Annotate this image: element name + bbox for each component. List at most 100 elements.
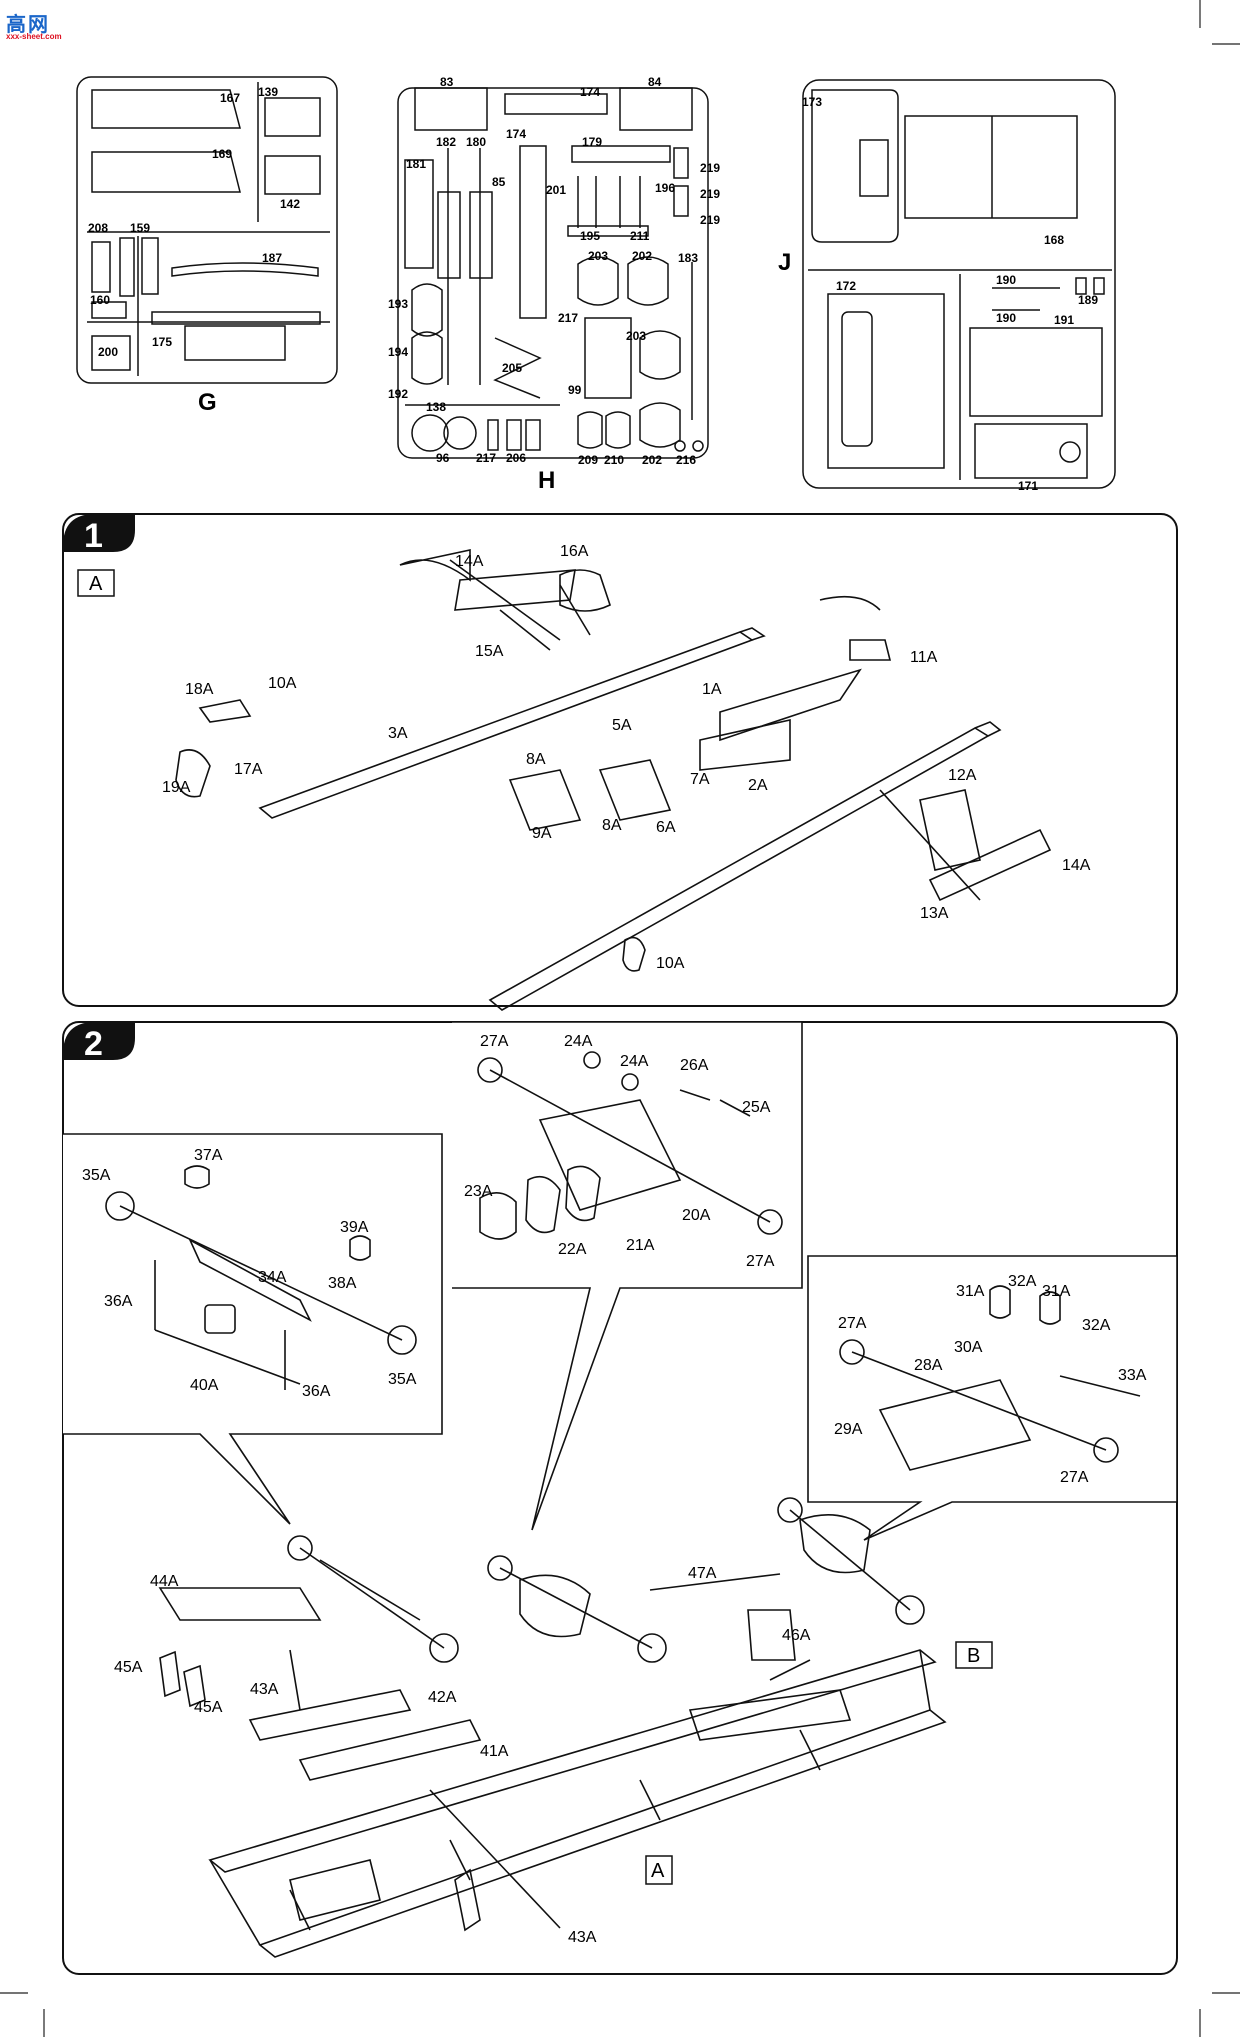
part-label: 25A [742,1099,771,1116]
part-label: 191 [1054,313,1074,327]
part-label: 173 [802,95,822,109]
part-label: 2A [748,777,768,794]
watermark-sub: xxx-sheet.com [6,32,62,41]
part-label: 22A [558,1241,587,1258]
watermark-logo: 高网 xxx-sheet.com [4,6,74,41]
front-axle-inset [63,1133,443,1525]
part-label: 29A [834,1421,863,1438]
part-label: 194 [388,345,408,359]
subassembly-label: A [89,573,103,595]
part-label: 205 [502,361,522,375]
rear-axle-labels: 27A 24A 24A 26A 25A 23A 20A 22A 21A 27A [464,1033,775,1270]
sprue-j [802,79,1116,489]
part-label: 96 [436,451,450,465]
part-label: 203 [588,249,608,263]
part-label: 31A [1042,1283,1071,1300]
part-label: 168 [1044,233,1064,247]
part-label: 174 [506,127,526,141]
part-label: 32A [1008,1273,1037,1290]
step-number: 1 [84,517,103,555]
part-label: 13A [920,905,949,922]
part-label: 15A [475,643,504,660]
part-label: 19A [162,779,191,796]
front-axle-labels: 37A 35A 39A 34A 38A 36A 40A 36A 35A [82,1147,417,1400]
part-label: 26A [680,1057,709,1074]
part-label: 45A [114,1659,143,1676]
part-label: 187 [262,251,282,265]
part-label: 202 [632,249,652,263]
second-axle-inset [807,1255,1178,1541]
step-2-chassis-drawing [158,1497,947,1958]
part-label: 84 [648,75,662,89]
part-label: 195 [580,229,600,243]
part-label: 217 [558,311,578,325]
part-label: 36A [104,1293,133,1310]
part-label: 219 [700,161,720,175]
part-label: 139 [258,85,278,99]
part-label: 219 [700,187,720,201]
part-label: 39A [340,1219,369,1236]
part-label: 171 [1018,479,1038,493]
sprue-j-labels: 173 168 172 190 189 190 191 171 J [778,95,1098,493]
part-label: 12A [948,767,977,784]
sprue-h-labels: 83 174 84 182 180 174 179 181 85 201 219… [388,75,720,494]
part-label: 37A [194,1147,223,1164]
part-label: 43A [250,1681,279,1698]
part-label: 9A [532,825,552,842]
part-label: 83 [440,75,454,89]
part-label: 202 [642,453,662,467]
part-label: 36A [302,1383,331,1400]
sprue-g [76,76,338,384]
part-label: 99 [568,383,582,397]
part-label: 209 [578,453,598,467]
part-label: 24A [620,1053,649,1070]
part-label: 181 [406,157,426,171]
part-label: 31A [956,1283,985,1300]
part-label: 219 [700,213,720,227]
part-label: 189 [1078,293,1098,307]
part-label: 190 [996,311,1016,325]
part-label: 180 [466,135,486,149]
step-1-labels: 14A 16A 15A 11A 18A 10A 1A 3A 5A 8A 7A 2… [162,543,1091,972]
step-2-chassis-labels: 44A 47A 46A 45A 45A 43A 42A 41A 43A [114,1565,811,1946]
part-label: 24A [564,1033,593,1050]
part-label: 216 [676,453,696,467]
part-label: 42A [428,1689,457,1706]
part-label: 1A [702,681,722,698]
part-label: 27A [746,1253,775,1270]
part-label: 159 [130,221,150,235]
part-label: 27A [838,1315,867,1332]
part-label: 85 [492,175,506,189]
watermark-main: 高网 [6,12,50,36]
part-label: 41A [480,1743,509,1760]
part-label: 6A [656,819,676,836]
part-label: 200 [98,345,118,359]
step-1-panel: 1 A [62,513,1178,1007]
part-label: 14A [455,553,484,570]
part-label: 193 [388,297,408,311]
second-axle-labels: 31A 32A 31A 27A 32A 30A 28A 33A 29A 27A [834,1273,1147,1486]
part-label: 174 [580,85,600,99]
part-label: 27A [480,1033,509,1050]
sprue-h [397,87,709,459]
part-label: 30A [954,1339,983,1356]
part-label: 167 [220,91,240,105]
part-label: 23A [464,1183,493,1200]
part-label: 14A [1062,857,1091,874]
part-label: 16A [560,543,589,560]
part-label: 7A [690,771,710,788]
part-label: 21A [626,1237,655,1254]
part-label: 196 [655,181,675,195]
part-label: 11A [910,649,938,666]
part-label: 45A [194,1699,223,1716]
subassembly-label: A [651,1860,665,1882]
sprue-letter: G [198,389,217,416]
part-label: 211 [630,229,650,243]
part-label: 138 [426,400,446,414]
step-2-box-labels: B A [645,1641,993,1885]
part-label: 20A [682,1207,711,1224]
part-label: 201 [546,183,566,197]
part-label: 8A [602,817,622,834]
